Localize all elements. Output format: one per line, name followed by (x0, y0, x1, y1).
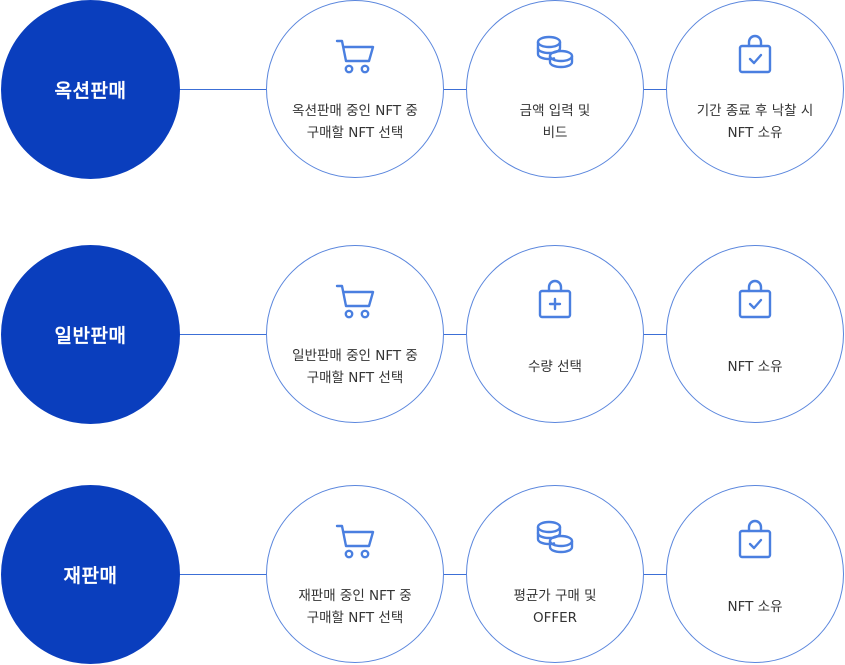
category-circle: 재판매 (1, 485, 180, 664)
bag-plus-icon (531, 276, 579, 324)
step-circle-own: NFT 소유 (666, 485, 844, 663)
coins-icon (531, 516, 579, 564)
step-label: 옥션판매 중인 NFT 중 구매할 NFT 선택 (292, 103, 418, 141)
cart-icon (331, 31, 379, 79)
cart-icon (331, 276, 379, 324)
step-circle-select: 옥션판매 중인 NFT 중 구매할 NFT 선택 (266, 0, 444, 178)
category-circle: 일반판매 (1, 245, 180, 424)
step-circle-offer: 평균가 구매 및 OFFER (466, 485, 644, 663)
step-label: 일반판매 중인 NFT 중 구매할 NFT 선택 (292, 348, 418, 386)
step-circle-select: 재판매 중인 NFT 중 구매할 NFT 선택 (266, 485, 444, 663)
row-auction: 옥션판매 옥션판매 중인 NFT 중 구매할 NFT 선택 금액 입력 및 비드 (0, 0, 845, 180)
category-title: 일반판매 (54, 325, 127, 347)
coins-icon (531, 31, 579, 79)
row-general: 일반판매 일반판매 중인 NFT 중 구매할 NFT 선택 수량 선택 (0, 245, 845, 425)
step-label: NFT 소유 (727, 599, 783, 615)
category-circle: 옥션판매 (1, 0, 180, 179)
step-label: 평균가 구매 및 OFFER (513, 588, 597, 626)
step-label: 금액 입력 및 비드 (519, 103, 591, 141)
category-title: 옥션판매 (54, 80, 127, 102)
step-circle-quantity: 수량 선택 (466, 245, 644, 423)
row-resale: 재판매 재판매 중인 NFT 중 구매할 NFT 선택 평균가 구매 및 OFF… (0, 485, 845, 665)
step-circle-select: 일반판매 중인 NFT 중 구매할 NFT 선택 (266, 245, 444, 423)
bag-check-icon (731, 31, 779, 79)
category-title: 재판매 (63, 565, 118, 587)
bag-check-icon (731, 516, 779, 564)
cart-icon (331, 516, 379, 564)
step-circle-bid: 금액 입력 및 비드 (466, 0, 644, 178)
step-label: 재판매 중인 NFT 중 구매할 NFT 선택 (298, 588, 412, 626)
step-label: NFT 소유 (727, 359, 783, 375)
bag-check-icon (731, 276, 779, 324)
step-circle-own: NFT 소유 (666, 245, 844, 423)
step-circle-own: 기간 종료 후 낙찰 시 NFT 소유 (666, 0, 844, 178)
step-label: 기간 종료 후 낙찰 시 NFT 소유 (696, 103, 814, 141)
step-label: 수량 선택 (528, 359, 582, 375)
